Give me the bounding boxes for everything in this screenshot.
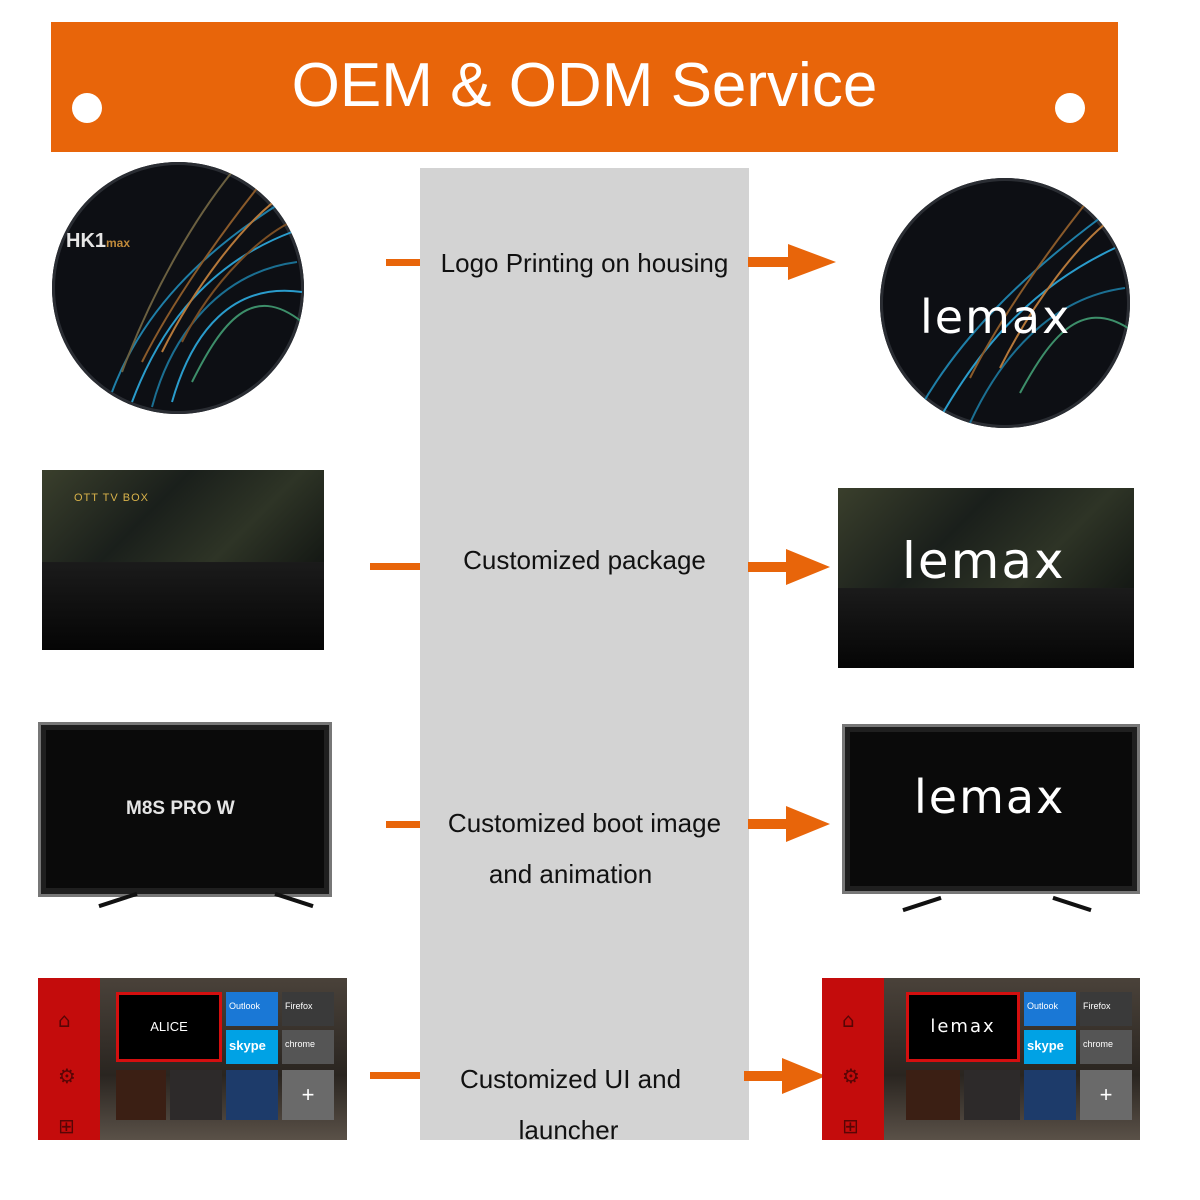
package-print-text: OTT TV BOX	[74, 492, 149, 504]
feather-pattern	[111, 171, 303, 408]
original-brand-text: HK1	[66, 230, 107, 252]
custom-launcher-image: ⌂ ⚙ ⊞ lemax Outlook Firefox skype chrome…	[822, 978, 1140, 1140]
original-brand-logo: HK1max	[66, 230, 130, 253]
connector-dash	[370, 1072, 420, 1079]
brand-logo: lemax	[914, 770, 1066, 824]
original-feature-text: ALICE	[150, 1019, 188, 1034]
arrow-right-icon	[748, 549, 830, 585]
step-label-launcher-line2: launcher	[518, 1115, 619, 1140]
tile-add: +	[1080, 1070, 1132, 1120]
plus-icon: +	[1099, 1082, 1113, 1107]
connector-dash	[386, 259, 420, 266]
bullet-dot-left	[72, 93, 102, 123]
tv-stand-right	[1052, 895, 1092, 913]
step-label-boot-line2: and animation	[488, 859, 653, 889]
tile-movie-2	[964, 1070, 1020, 1120]
tile-movie-3	[226, 1070, 278, 1120]
original-boot-text: M8S PRO W	[126, 798, 235, 819]
gear-icon: ⚙	[842, 1064, 860, 1088]
page-title: OEM & ODM Service	[291, 51, 878, 120]
brand-logo: lemax	[930, 1016, 996, 1037]
feather-pattern	[919, 197, 1129, 424]
custom-housing-image: lemax	[872, 170, 1140, 438]
windows-icon: ⊞	[842, 1114, 859, 1138]
tile-movie-2	[170, 1070, 222, 1120]
gear-icon: ⚙	[58, 1064, 76, 1088]
original-launcher-image: ⌂ ⚙ ⊞ ALICE Outlook Firefox skype chrome…	[38, 978, 347, 1140]
arrow-right-icon	[748, 806, 830, 842]
tv-stand-left	[902, 895, 942, 913]
tile-firefox: Firefox	[1080, 992, 1132, 1026]
tile-outlook: Outlook	[1024, 992, 1076, 1026]
featured-tile: ALICE	[116, 992, 222, 1062]
tile-skype: skype	[1024, 1030, 1076, 1064]
tile-outlook: Outlook	[226, 992, 278, 1026]
tile-movie-1	[116, 1070, 166, 1120]
step-label-package: Customized package	[463, 545, 706, 575]
original-housing-image: HK1max	[38, 162, 304, 414]
brand-logo: lemax	[902, 532, 1066, 590]
plus-icon: +	[301, 1082, 315, 1107]
tile-chrome: chrome	[1080, 1030, 1132, 1064]
tile-add: +	[282, 1070, 334, 1120]
original-package-image: OTT TV BOX	[42, 470, 324, 650]
step-label-launcher-line1: Customized UI and	[459, 1064, 682, 1094]
custom-package-image: lemax	[838, 488, 1134, 668]
step-label-logo-printing: Logo Printing on housing	[440, 248, 729, 278]
home-icon: ⌂	[842, 1008, 855, 1032]
arrow-right-icon	[748, 244, 836, 280]
tile-movie-3	[1024, 1070, 1076, 1120]
center-column	[420, 168, 749, 1140]
header-banner: OEM & ODM Service	[51, 22, 1118, 152]
featured-tile: lemax	[906, 992, 1020, 1062]
bullet-dot-right	[1055, 93, 1085, 123]
arrow-right-icon	[744, 1058, 826, 1094]
windows-icon: ⊞	[58, 1114, 75, 1138]
tile-chrome: chrome	[282, 1030, 334, 1064]
step-label-boot-line1: Customized boot image	[447, 808, 722, 838]
connector-dash	[370, 563, 420, 570]
tile-skype: skype	[226, 1030, 278, 1064]
custom-tv-image: lemax	[842, 724, 1140, 916]
tile-movie-1	[906, 1070, 960, 1120]
tile-firefox: Firefox	[282, 992, 334, 1026]
home-icon: ⌂	[58, 1008, 71, 1032]
original-model-text: max	[106, 236, 131, 250]
brand-logo: lemax	[920, 290, 1072, 344]
original-tv-image: M8S PRO W	[38, 722, 332, 914]
connector-dash	[386, 821, 420, 828]
